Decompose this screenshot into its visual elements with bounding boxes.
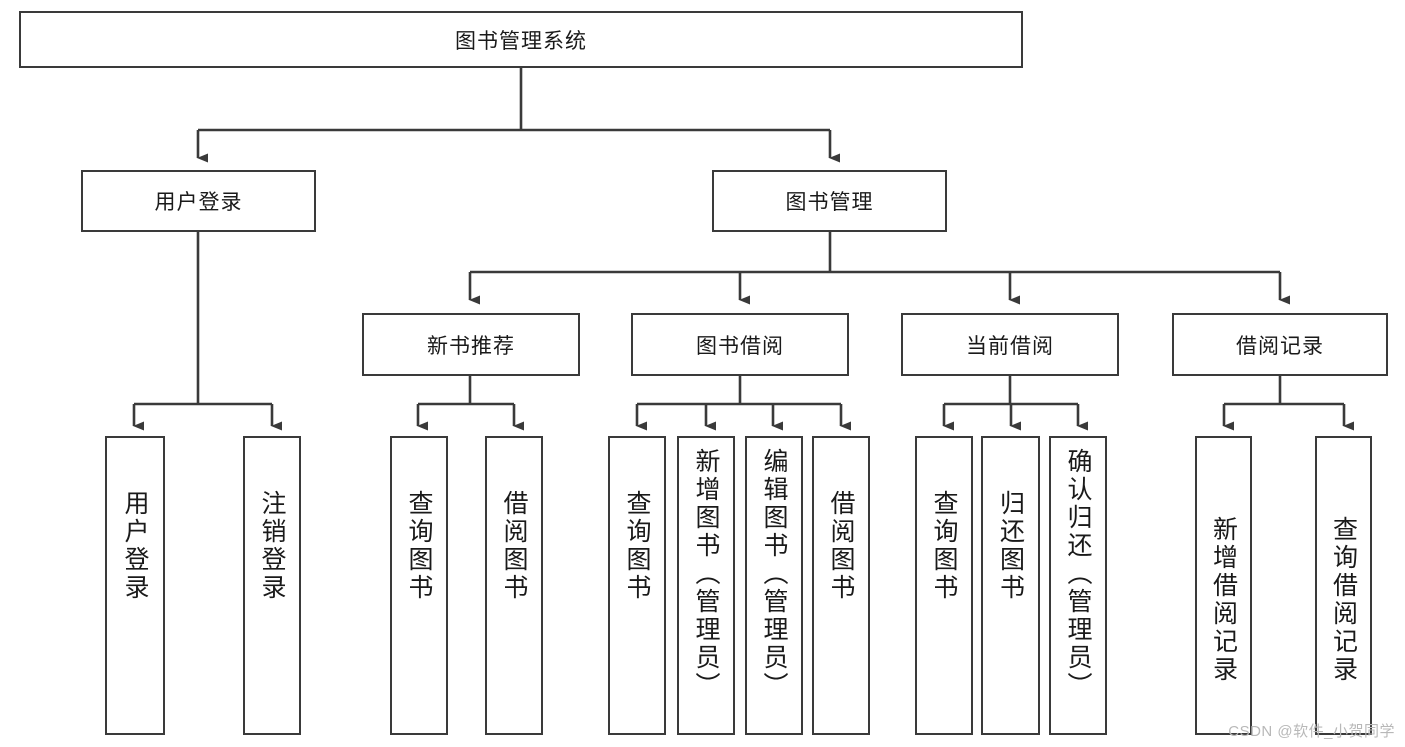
node-leaf-query-book-2-label: 查询图书: [623, 490, 651, 602]
node-leaf-return-book-label: 归还图书: [996, 490, 1025, 602]
node-leaf-borrow-book-2-label: 借阅图书: [827, 490, 855, 602]
node-leaf-add-record-label: 新增借阅记录: [1209, 516, 1238, 684]
node-leaf-query-book-1-label: 查询图书: [405, 490, 433, 602]
node-book-manage-label: 图书管理: [785, 191, 874, 214]
node-user-login-label: 用户登录: [154, 191, 243, 214]
node-leaf-add-record[interactable]: 新增借阅记录: [1195, 436, 1252, 735]
node-leaf-borrow-book-1-label: 借阅图书: [500, 490, 528, 602]
node-book-manage[interactable]: 图书管理: [712, 170, 947, 232]
node-current-borrow[interactable]: 当前借阅: [901, 313, 1119, 376]
node-current-borrow-label: 当前借阅: [966, 334, 1054, 358]
node-leaf-query-record-label: 查询借阅记录: [1329, 516, 1358, 684]
node-leaf-borrow-book-1[interactable]: 借阅图书: [485, 436, 543, 735]
node-root-label: 图书管理系统: [455, 29, 587, 53]
node-leaf-user-login-label: 用户登录: [121, 490, 149, 602]
node-book-borrow[interactable]: 图书借阅: [631, 313, 849, 376]
node-leaf-query-book-3[interactable]: 查询图书: [915, 436, 973, 735]
node-leaf-confirm-return-label: 确认归还（管理员）: [1064, 448, 1092, 700]
node-leaf-query-book-1[interactable]: 查询图书: [390, 436, 448, 735]
node-user-login[interactable]: 用户登录: [81, 170, 316, 232]
node-new-book-rec-label: 新书推荐: [427, 334, 515, 358]
node-leaf-confirm-return[interactable]: 确认归还（管理员）: [1049, 436, 1107, 735]
node-borrow-record[interactable]: 借阅记录: [1172, 313, 1388, 376]
node-leaf-logout[interactable]: 注销登录: [243, 436, 301, 735]
node-book-borrow-label: 图书借阅: [696, 334, 784, 358]
node-leaf-add-book-label: 新增图书（管理员）: [692, 448, 720, 700]
node-leaf-logout-label: 注销登录: [258, 490, 286, 602]
node-leaf-edit-book[interactable]: 编辑图书（管理员）: [745, 436, 803, 735]
node-leaf-user-login[interactable]: 用户登录: [105, 436, 165, 735]
node-leaf-add-book[interactable]: 新增图书（管理员）: [677, 436, 735, 735]
node-leaf-edit-book-label: 编辑图书（管理员）: [760, 448, 788, 700]
node-leaf-query-record[interactable]: 查询借阅记录: [1315, 436, 1372, 735]
node-leaf-return-book[interactable]: 归还图书: [981, 436, 1040, 735]
node-leaf-borrow-book-2[interactable]: 借阅图书: [812, 436, 870, 735]
node-leaf-query-book-2[interactable]: 查询图书: [608, 436, 666, 735]
node-root[interactable]: 图书管理系统: [19, 11, 1023, 68]
watermark: CSDN @软件_小贺同学: [1228, 723, 1395, 740]
node-new-book-rec[interactable]: 新书推荐: [362, 313, 580, 376]
node-leaf-query-book-3-label: 查询图书: [930, 490, 958, 602]
node-borrow-record-label: 借阅记录: [1236, 334, 1324, 358]
